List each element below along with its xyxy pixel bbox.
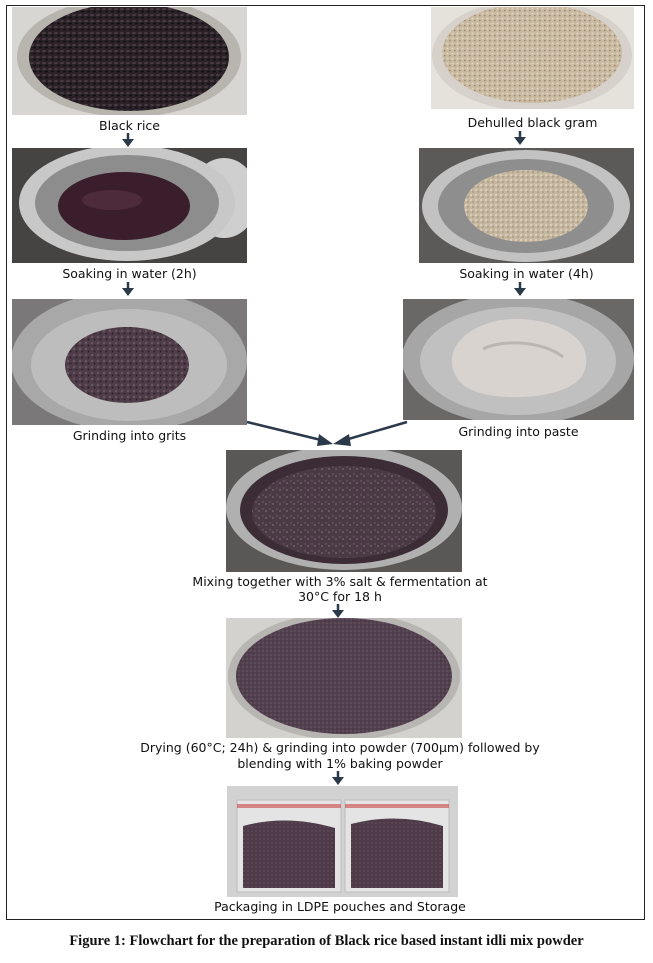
arrow-down-2 <box>514 131 526 145</box>
arrow-down-5 <box>332 604 344 618</box>
arrow-down-3 <box>122 282 134 296</box>
arrow-down-1 <box>122 133 134 147</box>
step-dry-label-line1: Drying (60°C; 24h) & grinding into powde… <box>140 740 540 755</box>
black-gram-photo <box>431 7 634 109</box>
flowchart-frame <box>6 5 645 920</box>
arrow-down-6 <box>332 771 344 785</box>
step-grind-gram-label: Grinding into paste <box>458 424 579 439</box>
step-soak-rice-label: Soaking in water (2h) <box>62 266 197 281</box>
soaking-gram-photo <box>419 148 634 263</box>
step-soak-gram-label: Soaking in water (4h) <box>459 266 594 281</box>
step-mix-label-line1: Mixing together with 3% salt & fermentat… <box>192 574 488 589</box>
black-rice-photo <box>12 7 247 115</box>
step-dry-label-line2: blending with 1% baking powder <box>237 756 443 771</box>
step-black-gram-label: Dehulled black gram <box>467 115 598 130</box>
soaking-rice-photo <box>12 148 247 263</box>
packaging-photo <box>227 786 458 897</box>
drying-powder-photo <box>226 618 462 738</box>
mixing-photo <box>226 450 462 572</box>
grinding-paste-photo <box>403 299 634 420</box>
arrow-merge <box>246 420 408 446</box>
step-pack-label: Packaging in LDPE pouches and Storage <box>214 899 466 914</box>
step-grind-rice-label: Grinding into grits <box>72 428 187 443</box>
step-black-rice-label: Black rice <box>99 118 160 133</box>
arrow-down-4 <box>514 282 526 296</box>
grinding-grits-photo <box>12 299 247 425</box>
step-mix-label-line2: 30°C for 18 h <box>298 589 382 604</box>
figure-caption: Figure 1: Flowchart for the preparation … <box>69 933 584 949</box>
